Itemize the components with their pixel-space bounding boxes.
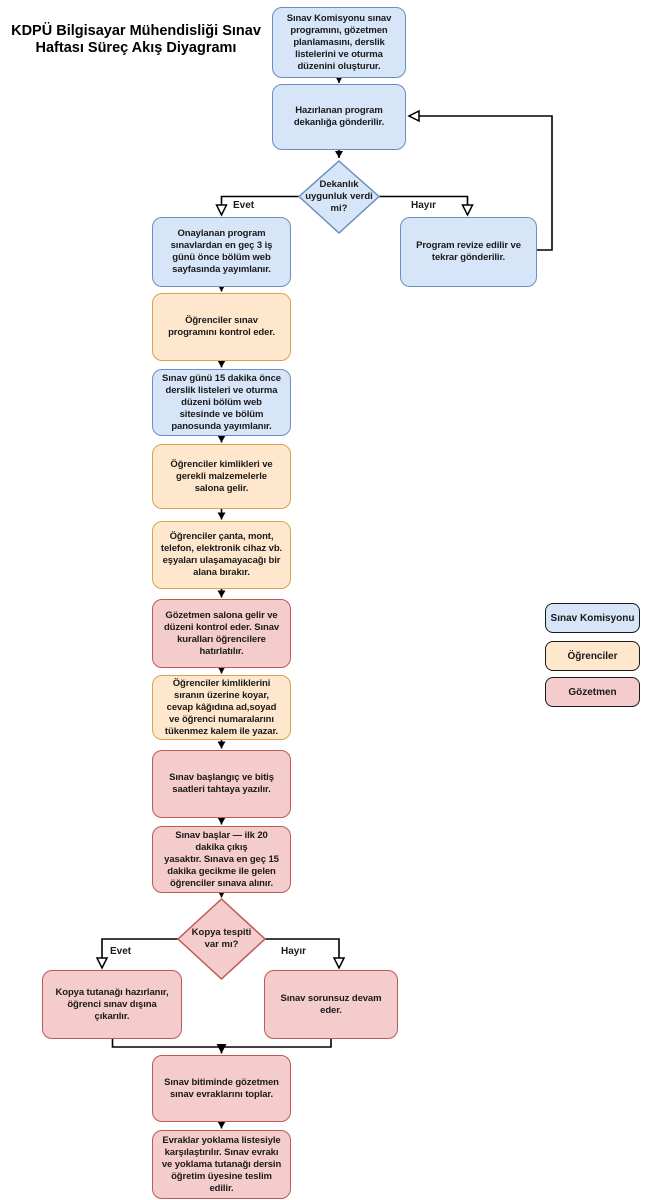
node-program-revised: Program revize edilir ve tekrar gönderil…	[400, 217, 537, 287]
node-exam-starts-rules: Sınav başlar — ilk 20 dakika çıkış yasak…	[152, 826, 291, 893]
decision-dean-approval-label: Dekanlık uygunluk verdi mi?	[305, 179, 373, 214]
decision-diamond-cheating	[176, 897, 267, 981]
node-students-place-ids-write-names: Öğrenciler kimliklerini sıranın üzerine …	[152, 675, 291, 740]
node-program-sent-to-dean: Hazırlanan program dekanlığa gönderilir.	[272, 84, 406, 150]
node-proctor-collects-papers: Sınav bitiminde gözetmen sınav evrakları…	[152, 1055, 291, 1122]
decision-diamond-dean-approval	[297, 159, 381, 235]
branch-label-dean-no: Hayır	[411, 200, 437, 211]
node-students-arrive-with-ids: Öğrenciler kimlikleri ve gerekli malzeme…	[152, 444, 291, 509]
flow-connectors	[95, 76, 553, 1129]
decision-cheating-label: Kopya tespiti var mı?	[191, 927, 252, 950]
node-papers-compared-delivered: Evraklar yoklama listesiyle karşılaştırı…	[152, 1130, 291, 1199]
node-exam-times-written-on-board: Sınav başlangıç ve bitiş saatleri tahtay…	[152, 750, 291, 818]
branch-label-cheat-yes: Evet	[110, 946, 132, 957]
branch-label-dean-yes: Evet	[233, 200, 255, 211]
node-commission-creates-program: Sınav Komisyonu sınav programını, gözetm…	[272, 7, 406, 78]
node-proctor-arrives-checks: Gözetmen salona gelir ve düzeni kontrol …	[152, 599, 291, 668]
legend-item-students: Öğrenciler	[545, 641, 640, 671]
legend-item-proctor: Gözetmen	[545, 677, 640, 707]
node-approved-program-published: Onaylanan program sınavlardan en geç 3 i…	[152, 217, 291, 287]
legend-item-exam-commission: Sınav Komisyonu	[545, 603, 640, 633]
node-cheating-report-prepared: Kopya tutanağı hazırlanır, öğrenci sınav…	[42, 970, 182, 1039]
node-students-check-program: Öğrenciler sınav programını kontrol eder…	[152, 293, 291, 361]
node-room-lists-published: Sınav günü 15 dakika önce derslik listel…	[152, 369, 291, 436]
page-title: KDPÜ Bilgisayar Mühendisliği Sınav Hafta…	[11, 23, 261, 56]
node-students-leave-belongings: Öğrenciler çanta, mont, telefon, elektro…	[152, 521, 291, 589]
branch-label-cheat-no: Hayır	[281, 946, 307, 957]
node-exam-continues: Sınav sorunsuz devam eder.	[264, 970, 398, 1039]
